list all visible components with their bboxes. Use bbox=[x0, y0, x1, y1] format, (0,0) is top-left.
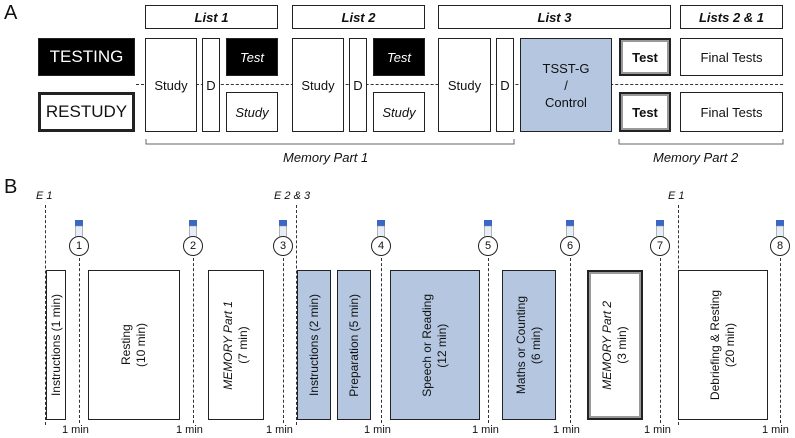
memory-part-2-label: Memory Part 2 bbox=[653, 150, 739, 165]
block-memory-part-1-duration: (7 min) bbox=[236, 326, 250, 364]
gap-label-5: 1 min bbox=[472, 424, 499, 436]
gap-label-8: 1 min bbox=[762, 424, 789, 436]
list-2-delay: D bbox=[349, 38, 367, 132]
restudy-condition-label: RESTUDY bbox=[38, 92, 135, 132]
phase-label-e2-3: E 2 & 3 bbox=[274, 190, 311, 202]
block-instructions-1-text: Instructions (1 min) bbox=[48, 293, 63, 397]
sample-line-2 bbox=[193, 258, 194, 423]
gap-label-1: 1 min bbox=[62, 424, 89, 436]
phase-separator-1 bbox=[45, 205, 46, 425]
block-instructions-2-text: Instructions (2 min) bbox=[306, 293, 321, 397]
block-resting-title: Resting bbox=[119, 324, 133, 366]
block-preparation: Preparation (5 min) bbox=[337, 270, 371, 420]
sample-line-7 bbox=[660, 258, 661, 423]
block-memory-part-1-title: MEMORY Part 1 bbox=[221, 300, 235, 390]
block-speech-reading-title: Speech or Reading bbox=[420, 293, 434, 397]
tsst-line-3: Control bbox=[545, 94, 587, 110]
sample-number-6: 6 bbox=[560, 236, 580, 256]
list-1-study: Study bbox=[145, 38, 197, 132]
block-memory-part-2-duration: (3 min) bbox=[615, 326, 629, 364]
list-2-study: Study bbox=[292, 38, 344, 132]
block-debriefing-resting: Debriefing & Resting (20 min) bbox=[678, 270, 768, 420]
lists-2-1-header: Lists 2 & 1 bbox=[680, 5, 783, 29]
block-resting: Resting (10 min) bbox=[88, 270, 180, 420]
memory-part-1-label: Memory Part 1 bbox=[283, 150, 369, 165]
block-maths-counting-duration: (6 min) bbox=[529, 326, 543, 364]
list-2-test: Test bbox=[373, 38, 425, 76]
phase-label-e1-end: E 1 bbox=[668, 190, 685, 202]
final-tests-testing: Final Tests bbox=[680, 38, 783, 76]
tsst-line-2: / bbox=[564, 77, 568, 93]
list-3-header: List 3 bbox=[438, 5, 671, 29]
block-debriefing-duration: (20 min) bbox=[723, 323, 737, 368]
gap-label-6: 1 min bbox=[553, 424, 580, 436]
list-2-restudy: Study bbox=[373, 92, 425, 132]
block-maths-counting-title: Maths or Counting bbox=[514, 295, 528, 395]
sample-number-4: 4 bbox=[371, 236, 391, 256]
list-3-study: Study bbox=[438, 38, 491, 132]
tsst-line-1: TSST-G bbox=[542, 60, 590, 76]
list-1-test: Test bbox=[226, 38, 278, 76]
list-1-restudy: Study bbox=[226, 92, 278, 132]
sample-number-8: 8 bbox=[770, 236, 790, 256]
gap-label-3: 1 min bbox=[266, 424, 293, 436]
sample-number-2: 2 bbox=[183, 236, 203, 256]
phase-separator-2 bbox=[296, 205, 297, 425]
panel-b-label: B bbox=[4, 176, 18, 198]
sample-number-1: 1 bbox=[69, 236, 89, 256]
list-1-delay: D bbox=[202, 38, 220, 132]
list-2-header: List 2 bbox=[292, 5, 425, 29]
gap-label-2: 1 min bbox=[176, 424, 203, 436]
block-memory-part-1: MEMORY Part 1 (7 min) bbox=[208, 270, 264, 420]
block-instructions-1: Instructions (1 min) bbox=[46, 270, 66, 420]
block-instructions-2: Instructions (2 min) bbox=[297, 270, 331, 420]
sample-number-3: 3 bbox=[273, 236, 293, 256]
sample-line-6 bbox=[570, 258, 571, 423]
gap-label-7: 1 min bbox=[644, 424, 671, 436]
sample-line-8 bbox=[780, 258, 781, 423]
block-maths-counting: Maths or Counting (6 min) bbox=[502, 270, 556, 420]
sample-line-1 bbox=[79, 258, 80, 423]
memory-brackets bbox=[145, 139, 784, 145]
block-memory-part-2: MEMORY Part 2 (3 min) bbox=[587, 270, 643, 420]
list-3-delay: D bbox=[496, 38, 514, 132]
phase-label-e1: E 1 bbox=[36, 190, 53, 202]
block-resting-duration: (10 min) bbox=[134, 322, 148, 367]
block-speech-reading-duration: (12 min) bbox=[435, 323, 449, 368]
block-memory-part-2-title: MEMORY Part 2 bbox=[600, 300, 614, 390]
block-debriefing-title: Debriefing & Resting bbox=[708, 289, 722, 401]
list-1-header: List 1 bbox=[145, 5, 278, 29]
sample-line-3 bbox=[283, 258, 284, 423]
panel-a-label: A bbox=[4, 2, 18, 24]
block-preparation-text: Preparation (5 min) bbox=[346, 293, 361, 397]
sample-number-7: 7 bbox=[650, 236, 670, 256]
block-speech-reading: Speech or Reading (12 min) bbox=[390, 270, 480, 420]
list-3-test-restudy: Test bbox=[619, 92, 671, 132]
list-3-test-testing: Test bbox=[619, 38, 671, 76]
sample-number-5: 5 bbox=[478, 236, 498, 256]
final-tests-restudy: Final Tests bbox=[680, 92, 783, 132]
sample-line-4 bbox=[381, 258, 382, 423]
tsst-control-box: TSST-G / Control bbox=[520, 38, 612, 132]
sample-line-5 bbox=[488, 258, 489, 423]
testing-condition-label: TESTING bbox=[38, 38, 135, 76]
gap-label-4: 1 min bbox=[364, 424, 391, 436]
